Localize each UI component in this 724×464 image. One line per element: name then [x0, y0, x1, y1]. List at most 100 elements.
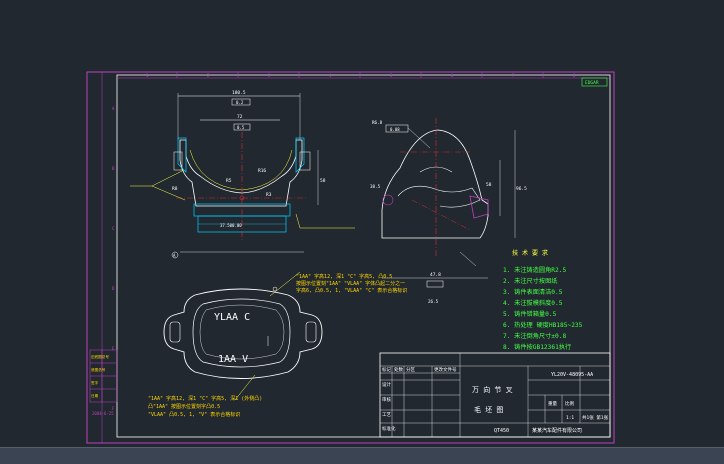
stamp-label: 旧底图总号 [91, 354, 109, 359]
label-r16: R16 [258, 168, 266, 174]
ear-block-left [173, 151, 183, 171]
label-r8: R8 [172, 186, 178, 192]
zone-number: 3 [268, 73, 271, 78]
note-upper-line: 字高6, 凸0.5, 1, "VLAA" "C" 表示合格标识 [296, 287, 407, 294]
callout-a: A [173, 253, 176, 258]
side-view[interactable]: 0.08 R6.8 96.5 58 47.8 38.5 26.5 [370, 118, 527, 304]
corner-label-box [581, 77, 608, 87]
company: 某某汽车配件有限公司 [532, 427, 582, 434]
tb-row: 标准化 [382, 425, 396, 432]
zone-letter: D [112, 286, 115, 291]
drawing-canvas[interactable]: 1 2 3 4 5 6 7 8 A B C D E F EDGAR 旧底图总号 … [0, 0, 724, 447]
front-inner-cut [189, 149, 293, 191]
zone-number: 8 [573, 73, 576, 78]
tech-title: 技 术 要 求 [512, 249, 548, 257]
scale-value: 1:1 [566, 415, 574, 421]
scale-label: 比例 [565, 400, 574, 407]
side-dim-width: 47.8 [430, 272, 441, 278]
tech-item: 7. 未注倒角尺寸±0.8 [503, 332, 566, 340]
sheet-count: 共1张 第1张 [582, 414, 609, 421]
side-magenta-boss [469, 195, 489, 219]
plan-marking-bottom: 1AA V [218, 354, 248, 365]
ear-block-right [299, 151, 311, 171]
left-ear [177, 137, 187, 173]
tol-frame-top-text: 0.2 [236, 100, 244, 105]
zone-number: 4 [329, 73, 332, 78]
zone-marks-top [117, 72, 610, 79]
tol-frame-top [231, 98, 251, 106]
status-bar [0, 447, 724, 464]
notes-upper: "1AA" 字高12, 深1 "C" 字高5, 凸0.5 按图示位置刻"1AA"… [296, 273, 407, 294]
side-dim-r: R6.8 [372, 120, 383, 125]
tech-requirements: 技 术 要 求 1. 未注铸造圆角R2.5 2. 未注尺寸按图纸 3. 铸件表面… [503, 249, 583, 351]
tech-item: 4. 未注拔模斜度0.5 [503, 299, 563, 307]
tech-item: 6. 热处理 硬度HB185~235 [503, 321, 583, 329]
tb-row: 设计 [382, 381, 391, 388]
zone-letter: B [112, 166, 115, 171]
zone-letter: F [112, 406, 115, 411]
tb-row: 审核 [382, 396, 391, 403]
right-ear [295, 137, 305, 173]
zone-number: 2 [207, 73, 210, 78]
plan-marking-top: YLAA C [214, 312, 250, 323]
side-dim-height: 96.5 [516, 186, 527, 192]
tech-item: 2. 未注尺寸按图纸 [503, 277, 558, 285]
weight-label: 重量 [548, 400, 557, 407]
stamp-label: 签字 [91, 380, 99, 385]
corner-label: EDGAR [585, 80, 599, 86]
side-tol-frame [385, 124, 409, 133]
material: QT450 [494, 428, 509, 434]
label-r3: R3 [266, 192, 272, 198]
zone-number: 7 [512, 73, 515, 78]
zone-letter: A [112, 106, 115, 111]
zone-letter: E [112, 346, 115, 351]
note-lower-line: 凸"1AA" 按图示位置刻字凸0.5 [148, 403, 220, 410]
tech-item: 8. 铸件按GB12361执行 [503, 343, 571, 351]
drawing-frame [116, 74, 611, 438]
tech-item: 5. 铸件错箱量0.5 [503, 310, 557, 318]
label-r5: R5 [226, 178, 232, 184]
zone-number: 1 [146, 73, 149, 78]
side-dim-bottom: 26.5 [428, 299, 439, 304]
dim-height: 58 [320, 178, 326, 184]
title-block[interactable]: 标记 处数 分区 更改文件号 设计 审核 工艺 标准化 万 向 节 叉 毛 坯 … [379, 352, 611, 438]
dim-mid: 72 [237, 114, 243, 120]
side-dim-left: 38.5 [370, 184, 381, 189]
plan-view[interactable]: YLAA C 1AA V [163, 271, 323, 401]
zone-number: 5 [390, 73, 393, 78]
side-inner [397, 185, 481, 208]
side-outline [381, 129, 489, 239]
zone-letters-side: A B C D E F [112, 106, 115, 411]
part-name-1: 万 向 节 叉 [472, 385, 513, 394]
zone-letter: C [112, 226, 115, 231]
tb-header: 更改文件号 [434, 366, 457, 373]
front-outline [179, 139, 303, 207]
bottom-left-code: 2004-6-25 [92, 411, 114, 416]
notes-lower: "1AA" 字高12, 深1 "C" 字高5, 深1 (外侧凸) 凸"1AA" … [148, 395, 262, 418]
cad-viewport[interactable]: 1 2 3 4 5 6 7 8 A B C D E F EDGAR 旧底图总号 … [0, 0, 724, 447]
zone-number: 6 [451, 73, 454, 78]
tb-header: 处数 [394, 366, 403, 373]
note-lower-line: "VLAA" 凸0.5, 1, "V" 表示合格标识 [148, 411, 240, 418]
plan-outer [163, 288, 323, 379]
tech-item: 3. 铸件表面清洁0.5 [503, 288, 563, 296]
side-dim-side: 58 [486, 182, 492, 188]
tb-row: 工艺 [382, 412, 391, 418]
dim-top: 180.5 [232, 90, 246, 96]
note-lower-line: "1AA" 字高12, 深1 "C" 字高5, 深1 (外侧凸) [148, 395, 262, 402]
front-view[interactable]: 180.5 0.2 72 0.5 R8 R16 R5 R3 37.500.00 [130, 90, 355, 259]
side-tol-text: 0.08 [390, 127, 400, 132]
tb-header: 分区 [406, 366, 415, 373]
callout-a-circle [171, 251, 179, 259]
note-upper-line: "1AA" 字高12, 深1 "C" 字高5, 凸0.5 [296, 273, 392, 280]
drawing-number: YL20V-48095-AA [551, 372, 593, 378]
sheet-border [86, 71, 615, 444]
part-name-2: 毛 坯 图 [474, 405, 503, 414]
left-stamp-table [89, 349, 118, 403]
dim-base: 37.500.00 [220, 223, 242, 228]
tol-frame-mid-text: 0.5 [237, 125, 245, 130]
stamp-label: 日期 [91, 393, 99, 398]
note-upper-line: 按图示位置刻"1AA" "VLAA" 字体凸起二分之一 [296, 280, 405, 287]
tech-item: 1. 未注铸造圆角R2.5 [503, 266, 566, 274]
zone-numbers-top: 1 2 3 4 5 6 7 8 [146, 73, 576, 78]
